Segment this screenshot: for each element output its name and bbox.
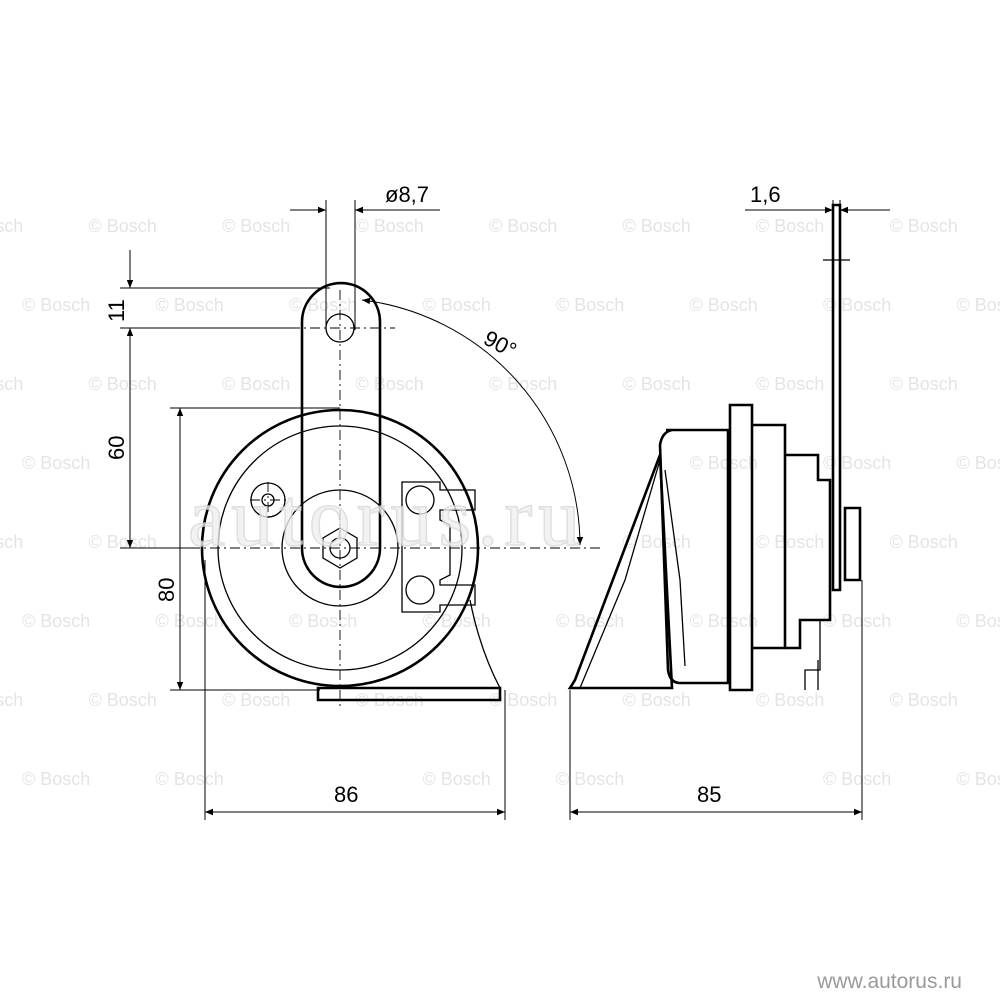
bosch-watermark: © Bosch (222, 690, 290, 710)
bosch-watermark: © Bosch (890, 374, 958, 394)
bosch-watermark: © Bosch (623, 532, 691, 552)
dimension-lines (120, 200, 890, 820)
bosch-watermark: © Bosch (556, 769, 624, 789)
bosch-watermark: © Bosch (957, 611, 1000, 631)
bosch-watermark: © Bosch (0, 216, 23, 236)
dim-hole-to-center: 60 (104, 436, 129, 460)
bosch-watermark: © Bosch (623, 374, 691, 394)
bosch-watermark: © Bosch (89, 690, 157, 710)
bosch-watermark: © Bosch (756, 216, 824, 236)
bosch-watermark: © Bosch (556, 611, 624, 631)
bosch-watermark: © Bosch (690, 453, 758, 473)
bosch-watermark: © Bosch (890, 690, 958, 710)
bosch-watermark: © Bosch (0, 374, 23, 394)
bosch-watermark: © Bosch (0, 532, 23, 552)
bosch-watermark: © Bosch (890, 216, 958, 236)
bosch-watermark: © Bosch (156, 769, 224, 789)
side-view (567, 203, 862, 692)
dim-height: 80 (154, 578, 179, 602)
bosch-watermark: © Bosch (690, 611, 758, 631)
bosch-watermark: © Bosch (0, 690, 23, 710)
bosch-watermark: © Bosch (623, 690, 691, 710)
bosch-watermark: © Bosch (623, 216, 691, 236)
bosch-watermark: © Bosch (222, 216, 290, 236)
bosch-watermark: © Bosch (22, 453, 90, 473)
bosch-watermark: © Bosch (22, 295, 90, 315)
dim-width-front: 86 (334, 782, 358, 807)
bosch-watermark: © Bosch (756, 374, 824, 394)
bosch-watermark: © Bosch (22, 769, 90, 789)
bosch-watermark: © Bosch (556, 295, 624, 315)
dim-depth-side: 85 (697, 782, 721, 807)
bosch-watermark: © Bosch (156, 295, 224, 315)
bosch-watermark: © Bosch (156, 611, 224, 631)
bosch-watermark: © Bosch (222, 374, 290, 394)
bosch-watermark: © Bosch (423, 769, 491, 789)
footer-url: www.autorus.ru (817, 970, 962, 993)
bosch-watermark: © Bosch (489, 690, 557, 710)
bosch-watermark: © Bosch (823, 611, 891, 631)
bosch-watermark: © Bosch (356, 216, 424, 236)
bosch-watermark: © Bosch (89, 216, 157, 236)
dim-plate-thickness: 1,6 (750, 182, 781, 207)
bosch-watermark: © Bosch (690, 295, 758, 315)
bosch-watermark: © Bosch (356, 374, 424, 394)
bosch-watermark: © Bosch (957, 453, 1000, 473)
dim-angle: 90° (480, 325, 521, 363)
dim-hole-offset: 11 (104, 299, 129, 322)
dim-hole-diameter: ø8,7 (385, 182, 429, 207)
autorus-watermark: autorus.ru (188, 471, 586, 564)
bosch-watermark: © Bosch (423, 295, 491, 315)
bosch-watermark: © Bosch (489, 216, 557, 236)
bosch-watermark: © Bosch (957, 295, 1000, 315)
bosch-watermark: © Bosch (489, 374, 557, 394)
bosch-watermark: © Bosch (89, 374, 157, 394)
bosch-watermark: © Bosch (289, 611, 357, 631)
bosch-watermark: © Bosch (823, 769, 891, 789)
bosch-watermark: © Bosch (756, 532, 824, 552)
bosch-watermark: © Bosch (957, 769, 1000, 789)
bosch-watermark: © Bosch (22, 611, 90, 631)
bosch-watermark: © Bosch (890, 532, 958, 552)
bosch-watermark: © Bosch (89, 532, 157, 552)
bosch-watermark: © Bosch (289, 295, 357, 315)
bosch-watermark: © Bosch (756, 690, 824, 710)
